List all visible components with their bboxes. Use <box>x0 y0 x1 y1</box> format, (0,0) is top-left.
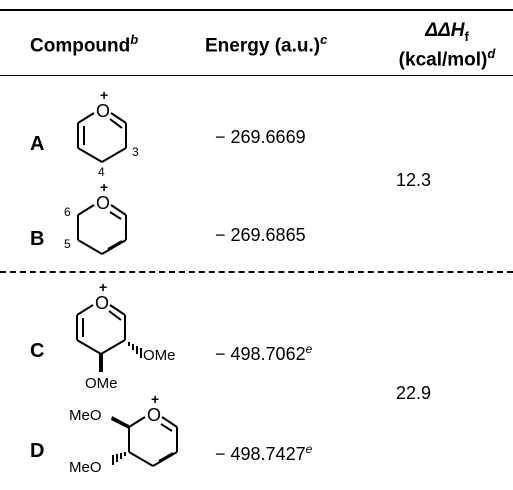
structure-c-wedge <box>99 354 103 372</box>
header-ddh-units: (kcal/mol) <box>398 49 488 71</box>
ddh-value-cd: 22.9 <box>396 383 432 403</box>
structure-b-atom-5: 5 <box>64 237 71 251</box>
energy-b: − 269.6865 <box>215 225 306 246</box>
structure-b-plus: + <box>100 180 108 195</box>
group-separator <box>0 271 513 273</box>
structure-c: + O OMe OMe <box>76 280 176 392</box>
header-ddh-line1: ΔΔHf <box>386 20 508 44</box>
header-energy-text: Energy (a.u.) <box>205 35 321 57</box>
energy-a-value: − 269.6669 <box>215 127 306 147</box>
energy-c: − 498.7062e <box>215 342 312 365</box>
row-label-d: D <box>30 440 45 462</box>
structure-d-hash <box>112 452 126 465</box>
energy-a: − 269.6669 <box>215 127 306 148</box>
header-compound-sup: b <box>130 32 139 47</box>
structure-a-atom-4: 4 <box>98 165 105 178</box>
row-label-b: B <box>30 228 45 250</box>
header-energy: Energy (a.u.)c <box>205 32 327 57</box>
header-bottom-rule <box>0 75 513 76</box>
structure-b: + O 6 5 <box>64 180 127 255</box>
header-compound: Compoundb <box>30 32 138 57</box>
structure-d-meo-bottom: MeO <box>69 459 102 476</box>
structure-c-plus: + <box>99 280 107 295</box>
row-label-a: A <box>30 133 45 155</box>
structure-c-ome-right: OMe <box>143 347 176 364</box>
structure-c-oxygen: O <box>95 293 109 313</box>
header-ddh-sup: d <box>487 45 496 61</box>
structure-a-atom-3: 3 <box>132 145 139 159</box>
structure-b-oxygen: O <box>96 193 110 213</box>
structure-b-atom-6: 6 <box>64 205 71 219</box>
energy-d: − 498.7427e <box>215 442 312 465</box>
row-label-c: C <box>30 340 45 362</box>
energy-b-value: − 269.6865 <box>215 225 306 245</box>
structure-d-wedge <box>111 416 129 429</box>
ddh-value-ab: 12.3 <box>396 170 432 190</box>
header-compound-text: Compound <box>30 35 131 57</box>
structure-d-oxygen: O <box>147 405 161 425</box>
structure-a-plus: + <box>100 87 108 103</box>
header-ddh: ΔΔHf (kcal/mol)d <box>386 20 508 71</box>
structure-d-plus: + <box>151 391 159 407</box>
energy-d-value: − 498.7427 <box>215 444 306 464</box>
energy-c-sup: e <box>305 342 313 356</box>
table-top-rule <box>0 9 513 11</box>
header-ddh-sub: f <box>464 28 469 44</box>
header-energy-sup: c <box>320 32 328 47</box>
energy-c-value: − 498.7062 <box>215 344 306 364</box>
energy-d-sup: e <box>305 442 313 456</box>
structure-c-ome-bottom: OMe <box>85 375 118 392</box>
structure-a: + O 3 4 <box>77 87 139 178</box>
structure-c-hash <box>128 342 142 358</box>
structure-d-meo-top: MeO <box>69 407 102 424</box>
structure-d: + O MeO MeO <box>69 391 178 476</box>
header-ddh-line2: (kcal/mol)d <box>386 46 508 71</box>
header-ddh-symbol: ΔΔH <box>425 20 465 41</box>
structure-a-oxygen: O <box>96 101 110 121</box>
